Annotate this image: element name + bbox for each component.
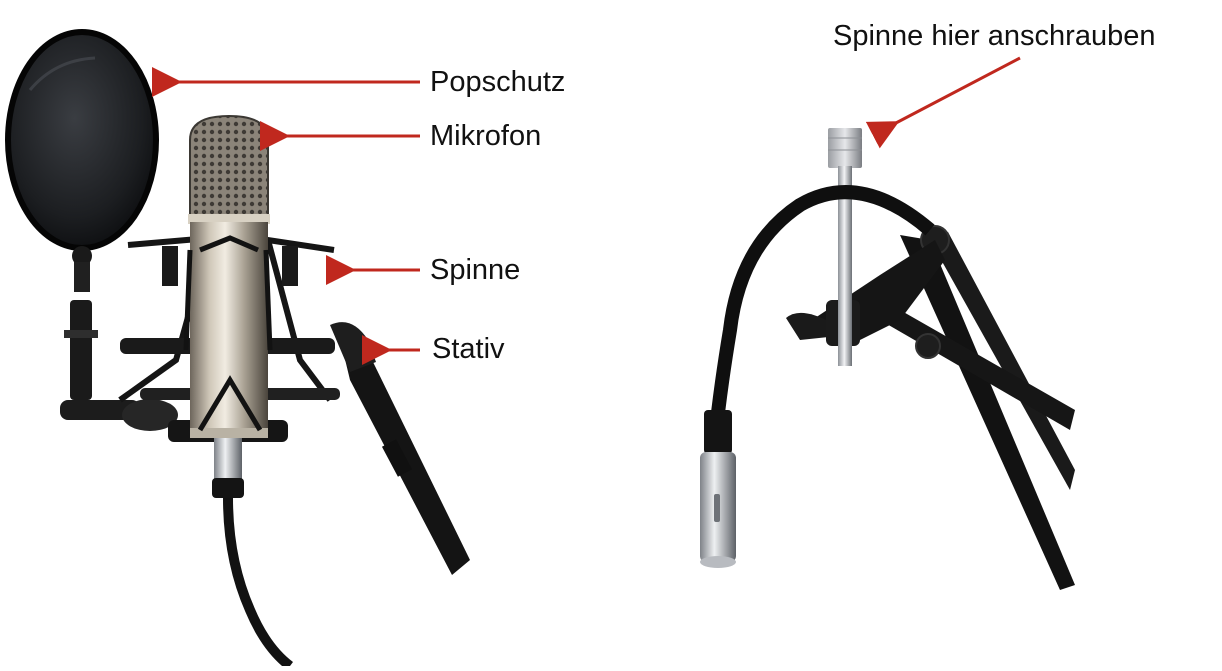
label-mikrofon: Mikrofon — [430, 122, 541, 151]
boom-arm-photo — [700, 128, 1075, 590]
mount-screw — [828, 128, 862, 168]
label-spinne: Spinne — [430, 256, 520, 285]
arrow-anschrauben — [894, 58, 1020, 124]
label-anschrauben: Spinne hier anschrauben — [833, 22, 1155, 51]
label-stativ: Stativ — [432, 335, 505, 364]
pop-filter — [8, 32, 178, 431]
label-popschutz: Popschutz — [430, 68, 565, 97]
